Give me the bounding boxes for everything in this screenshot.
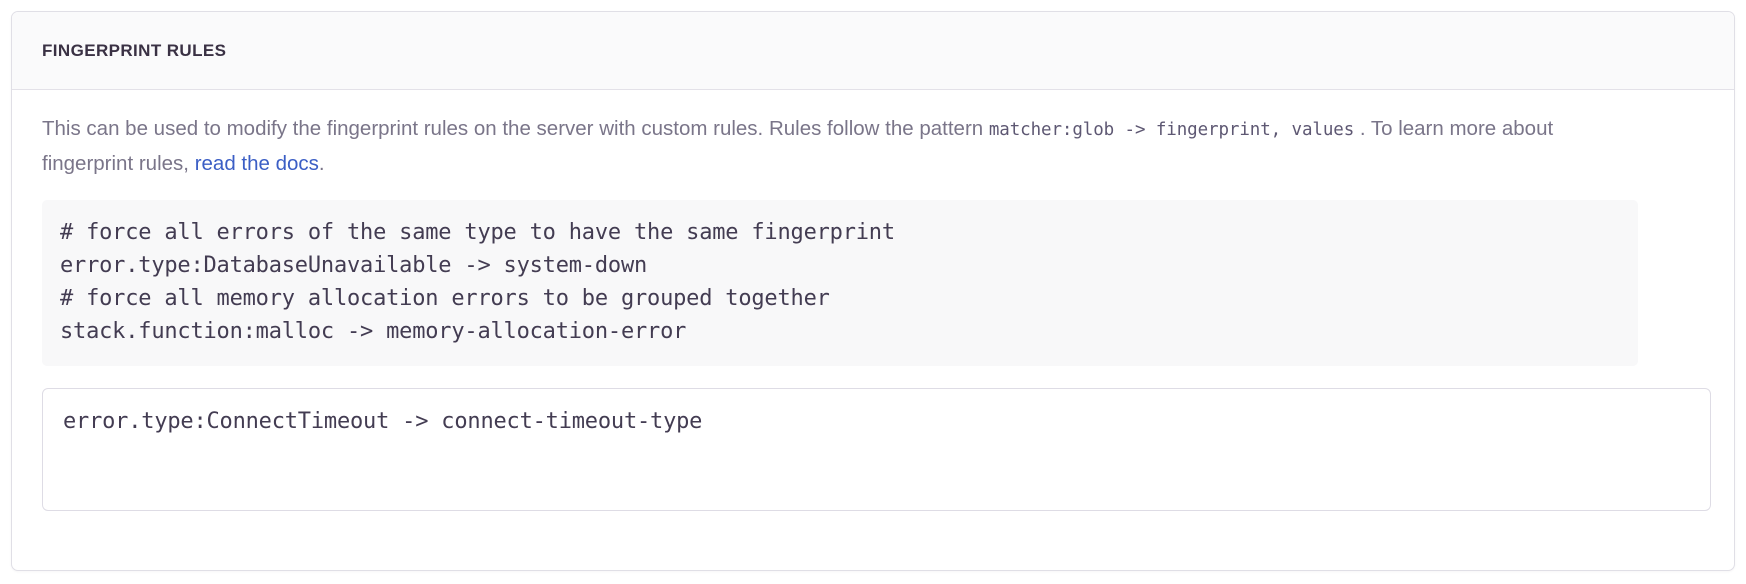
panel-header: FINGERPRINT RULES [12, 12, 1734, 90]
description-text: This can be used to modify the fingerpri… [42, 112, 1602, 180]
fingerprint-rules-panel: FINGERPRINT RULES This can be used to mo… [11, 11, 1735, 571]
description-part-2: . To learn more about fingerprint rules, [42, 117, 1554, 175]
example-code-block: # force all errors of the same type to h… [42, 200, 1638, 366]
fingerprint-rules-input[interactable] [42, 388, 1711, 511]
description-part-1: This can be used to modify the fingerpri… [42, 117, 989, 140]
read-the-docs-link[interactable]: read the docs [194, 152, 319, 175]
example-code-text: # force all errors of the same type to h… [60, 220, 895, 344]
page-title: FINGERPRINT RULES [42, 41, 227, 60]
description-part-3: . [318, 152, 325, 175]
inline-code-pattern: matcher:glob -> fingerprint, values [988, 120, 1355, 140]
panel-body: This can be used to modify the fingerpri… [12, 90, 1734, 511]
